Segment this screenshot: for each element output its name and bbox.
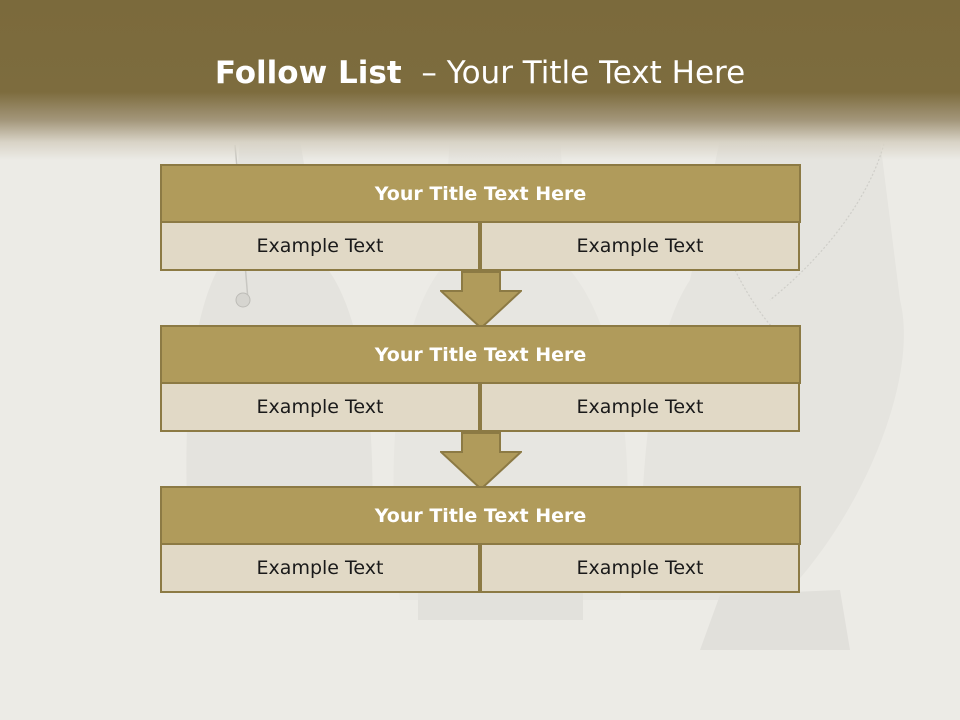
step-title: Your Title Text Here	[160, 486, 801, 545]
step-cell-right: Example Text	[480, 543, 800, 593]
step-cell-left: Example Text	[160, 543, 480, 593]
step-cell-right: Example Text	[480, 382, 800, 432]
slide-title-rest: – Your Title Text Here	[421, 55, 746, 91]
step-title: Your Title Text Here	[160, 164, 801, 223]
header-band	[0, 0, 960, 160]
step-cell-right: Example Text	[480, 221, 800, 271]
step-cell-left: Example Text	[160, 382, 480, 432]
down-arrow-icon	[440, 432, 522, 490]
slide-title: Follow List – Your Title Text Here	[0, 55, 960, 91]
step-title: Your Title Text Here	[160, 325, 801, 384]
step-cell-left: Example Text	[160, 221, 480, 271]
down-arrow-icon	[440, 271, 522, 329]
slide-title-bold: Follow List	[214, 55, 402, 91]
